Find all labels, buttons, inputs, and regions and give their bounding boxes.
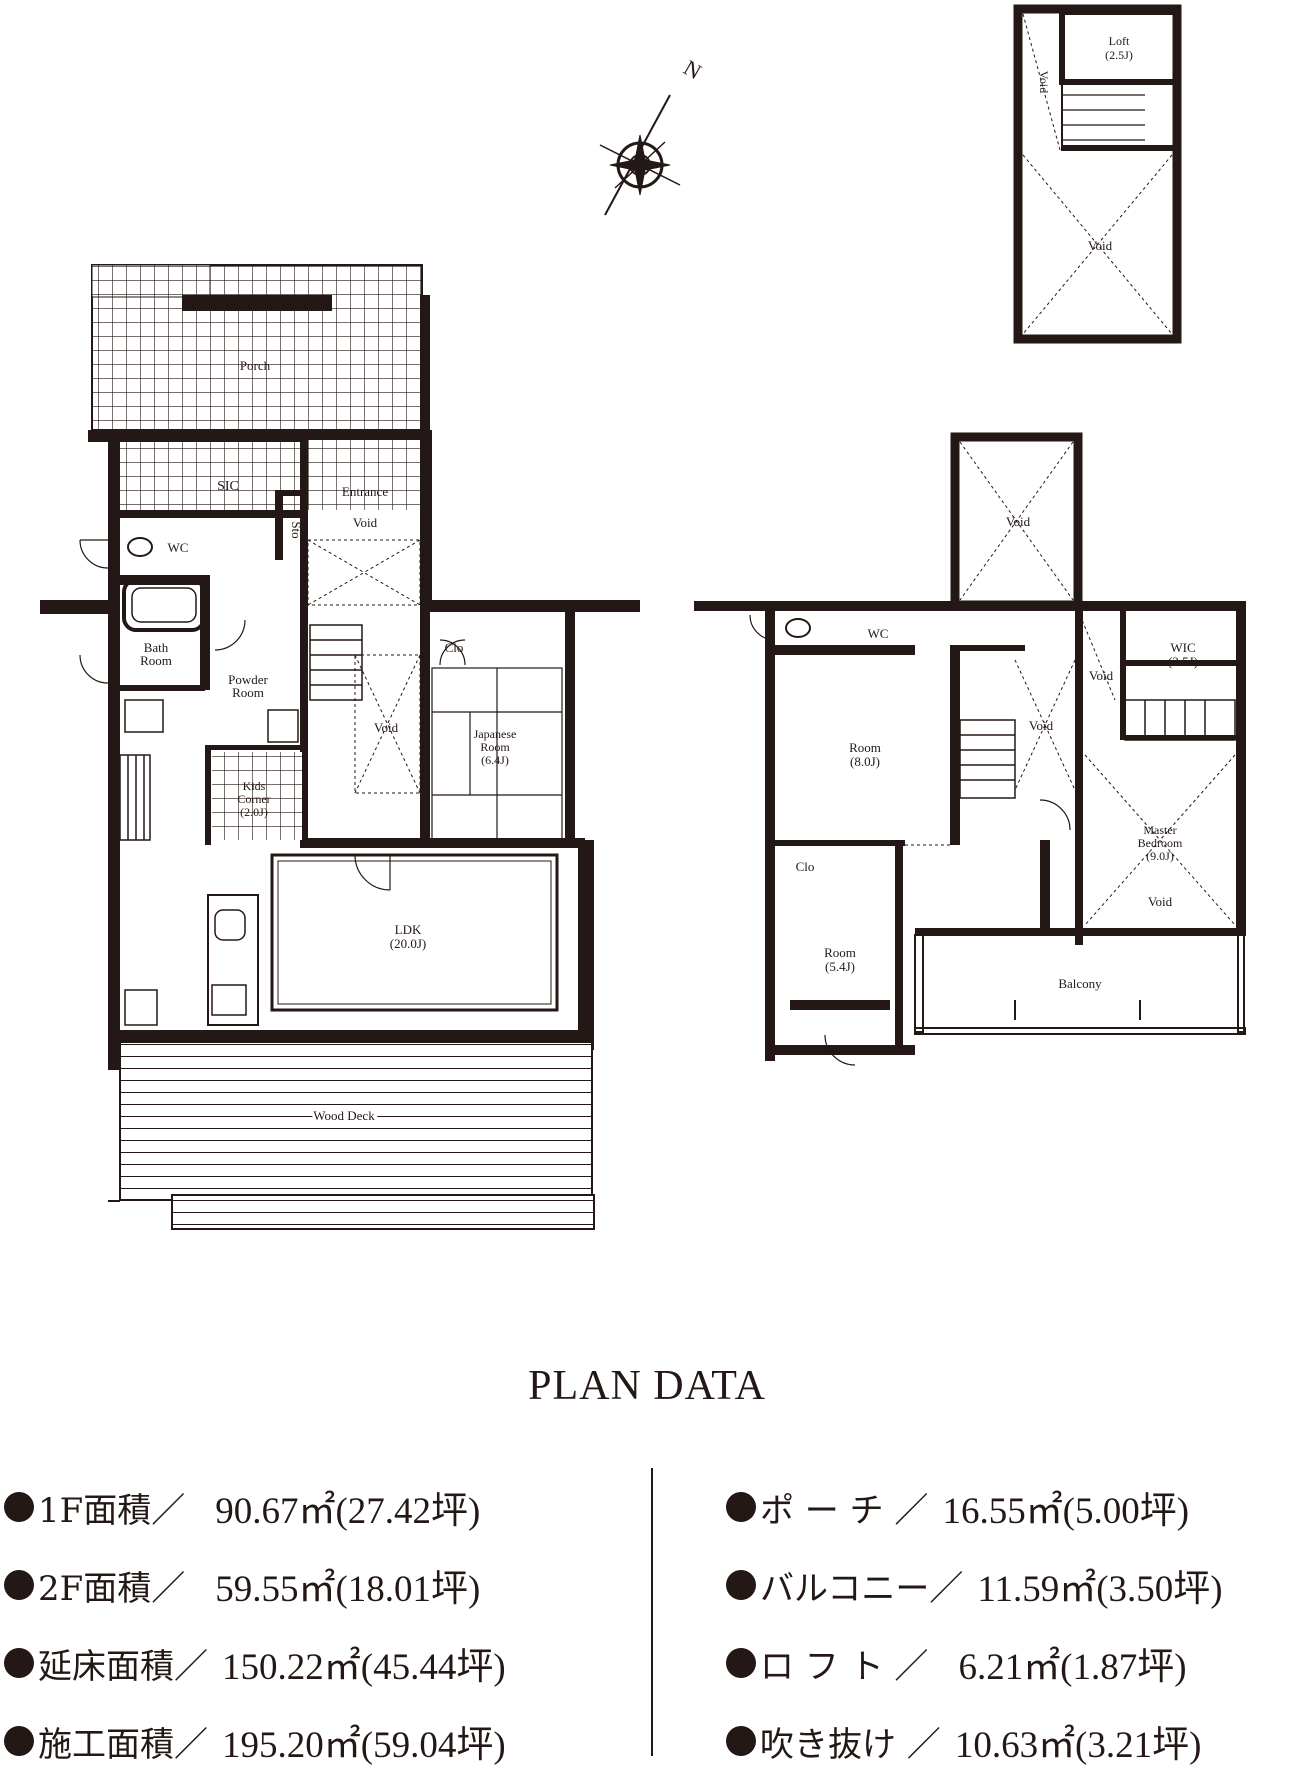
compass-rose: N — [599, 55, 706, 216]
plan-row: 延床面積／ 150.22㎡(45.44坪) — [4, 1624, 506, 1702]
area-label: ロ フ ト ／ — [760, 1646, 929, 1687]
label-entrance: Entrance — [342, 484, 388, 499]
label-bath-1: Bath — [144, 640, 169, 655]
label-kids-3: (2.0J) — [240, 805, 268, 819]
label-porch: Porch — [240, 358, 271, 373]
plan-data-divider — [651, 1468, 653, 1756]
label-wc1: WC — [168, 540, 189, 555]
label-sic: SIC — [217, 479, 239, 494]
area-value: 16.55㎡(5.00坪) — [942, 1491, 1190, 1532]
label-wic-1: WIC — [1170, 640, 1195, 655]
plan-data-right: ポ ー チ ／ 16.55㎡(5.00坪) バルコニー／ 11.59㎡(3.50坪)… — [726, 1468, 1223, 1780]
bullet-icon — [4, 1726, 34, 1756]
area-label: 延床面積／ — [38, 1646, 208, 1687]
bullet-icon — [4, 1570, 34, 1600]
label-loft-void-side: Void — [1037, 71, 1051, 93]
floor2-plan — [694, 432, 1246, 1066]
area-label: 2F面積／ — [38, 1568, 186, 1609]
label-ldk-1: LDK — [395, 922, 422, 937]
label-japanese-2: Room — [480, 740, 510, 754]
area-label: 施工面積／ — [38, 1724, 208, 1765]
area-label: 1F面積／ — [38, 1490, 186, 1531]
label-japanese-3: (6.4J) — [481, 753, 509, 767]
label-void-entrance: Void — [353, 515, 378, 530]
wood-deck-area — [119, 1041, 593, 1201]
label-wc2: WC — [868, 626, 889, 641]
plan-row: 施工面積／ 195.20㎡(59.04坪) — [4, 1702, 506, 1780]
area-value: 59.55㎡(18.01坪) — [215, 1569, 481, 1610]
label-wood-deck: Wood Deck — [313, 1108, 375, 1123]
label-wic-2: (2.5J) — [1168, 654, 1198, 669]
label-loft-1: Loft — [1109, 34, 1130, 48]
plan-row: 1F面積／ 90.67㎡(27.42坪) — [4, 1468, 506, 1546]
plan-data-left: 1F面積／90.67㎡(27.42坪) 2F面積／59.55㎡(18.01坪) … — [4, 1468, 506, 1780]
plan-row: 吹き抜け ／ 10.63㎡(3.21坪) — [726, 1702, 1223, 1780]
label-clo2: Clo — [796, 859, 815, 874]
label-loft-void-main: Void — [1088, 238, 1113, 253]
label-master-2: Bedroom — [1138, 836, 1183, 850]
area-label: バルコニー／ — [760, 1568, 964, 1609]
label-void-top: Void — [1006, 514, 1031, 529]
plan-row: 2F面積／ 59.55㎡(18.01坪) — [4, 1546, 506, 1624]
label-balcony: Balcony — [1058, 976, 1102, 991]
label-kids-1: Kids — [243, 779, 266, 793]
loft-plan — [1013, 4, 1182, 344]
label-powder-2: Room — [232, 685, 264, 700]
plan-row: ポ ー チ ／ 16.55㎡(5.00坪) — [726, 1468, 1223, 1546]
label-void-stair1: Void — [374, 720, 399, 735]
label-bath-2: Room — [140, 653, 172, 668]
area-label: ポ ー チ ／ — [760, 1490, 929, 1531]
label-void-wic: Void — [1089, 668, 1114, 683]
label-ldk-2: (20.0J) — [390, 936, 426, 951]
label-master-1: Master — [1143, 823, 1176, 837]
area-value: 195.20㎡(59.04坪) — [222, 1725, 506, 1766]
label-sto: Sto — [289, 521, 304, 538]
label-clo1: Clo — [445, 640, 464, 655]
label-loft-2: (2.5J) — [1105, 48, 1133, 62]
label-room8-1: Room — [849, 740, 881, 755]
plan-row: バルコニー／ 11.59㎡(3.50坪) — [726, 1546, 1223, 1624]
bullet-icon — [726, 1726, 756, 1756]
label-kids-2: Corner — [237, 792, 270, 806]
bullet-icon — [726, 1492, 756, 1522]
compass-label: N — [680, 55, 706, 85]
label-master-3: (9.0J) — [1146, 849, 1174, 863]
area-value: 90.67㎡(27.42坪) — [215, 1491, 481, 1532]
bullet-icon — [726, 1648, 756, 1678]
label-room54-2: (5.4J) — [825, 959, 855, 974]
area-value: 150.22㎡(45.44坪) — [222, 1647, 506, 1688]
label-void-stair2: Void — [1029, 718, 1054, 733]
label-room54-1: Room — [824, 945, 856, 960]
area-label: 吹き抜け ／ — [760, 1724, 941, 1765]
floor1-plan — [40, 264, 640, 1230]
bullet-icon — [4, 1648, 34, 1678]
bullet-icon — [726, 1570, 756, 1600]
area-value: 11.59㎡(3.50坪) — [977, 1569, 1223, 1610]
plan-row: ロ フ ト ／ 6.21㎡(1.87坪) — [726, 1624, 1223, 1702]
bullet-icon — [4, 1492, 34, 1522]
floor-plan-drawing: N — [40, 4, 1246, 1230]
area-value: 10.63㎡(3.21坪) — [954, 1725, 1202, 1766]
plan-data-title: PLAN DATA — [528, 1363, 766, 1409]
label-void-master: Void — [1148, 894, 1173, 909]
label-room8-2: (8.0J) — [850, 754, 880, 769]
label-japanese-1: Japanese — [474, 727, 517, 741]
area-value: 6.21㎡(1.87坪) — [958, 1647, 1187, 1688]
label-powder-1: Powder — [228, 672, 268, 687]
